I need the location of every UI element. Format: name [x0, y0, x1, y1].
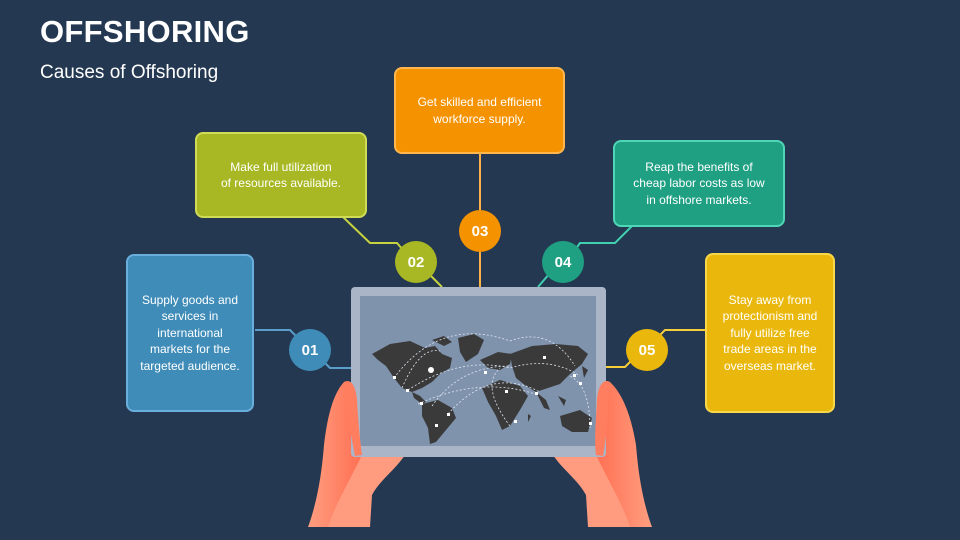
step-05-text-line: Stay away from: [728, 292, 812, 307]
step-05-number-badge: 05: [626, 329, 668, 371]
step-02-text-line: Make full utilization: [230, 159, 332, 174]
step-01-text-line: targeted audience.: [140, 358, 240, 373]
step-01-text-line: international: [157, 325, 223, 340]
step-04-text-line: Reap the benefits of: [645, 159, 753, 174]
step-05-text-line: protectionism and: [722, 309, 818, 324]
step-02-box: Make full utilization of resources avail…: [195, 132, 367, 218]
step-03-text-line: workforce supply.: [433, 111, 526, 126]
step-05-text-line: trade areas in the: [723, 342, 817, 357]
step-01-text-line: markets for the: [149, 342, 230, 357]
step-04-number-badge: 04: [542, 241, 584, 283]
page-title: OFFSHORING: [40, 14, 250, 49]
tablet-device: [351, 287, 606, 457]
step-03-text-line: Get skilled and efficient: [417, 95, 542, 109]
step-01-box: Supply goods and services in internation…: [126, 254, 254, 412]
step-05-text-line: overseas market.: [723, 358, 817, 373]
world-map-icon: [372, 333, 592, 444]
step-02-number-badge: 02: [395, 241, 437, 283]
step-01-text-line: services in: [161, 309, 219, 324]
step-01-number-badge: 01: [289, 329, 331, 371]
step-01-text-line: Supply goods and: [141, 292, 239, 307]
step-05-text-line: fully utilize free: [730, 325, 810, 340]
step-04-box: Reap the benefits of cheap labor costs a…: [613, 140, 785, 227]
tablet-screen: [360, 296, 596, 446]
step-05-box: Stay away from protectionism and fully u…: [705, 253, 835, 413]
page-subtitle: Causes of Offshoring: [40, 62, 219, 83]
step-03-box: Get skilled and efficient workforce supp…: [394, 67, 565, 154]
step-03-number-badge: 03: [459, 210, 501, 252]
step-04-text-line: cheap labor costs as low: [633, 176, 765, 191]
step-04-text-line: in offshore markets.: [646, 192, 752, 207]
step-02-text-line: of resources available.: [220, 176, 342, 190]
